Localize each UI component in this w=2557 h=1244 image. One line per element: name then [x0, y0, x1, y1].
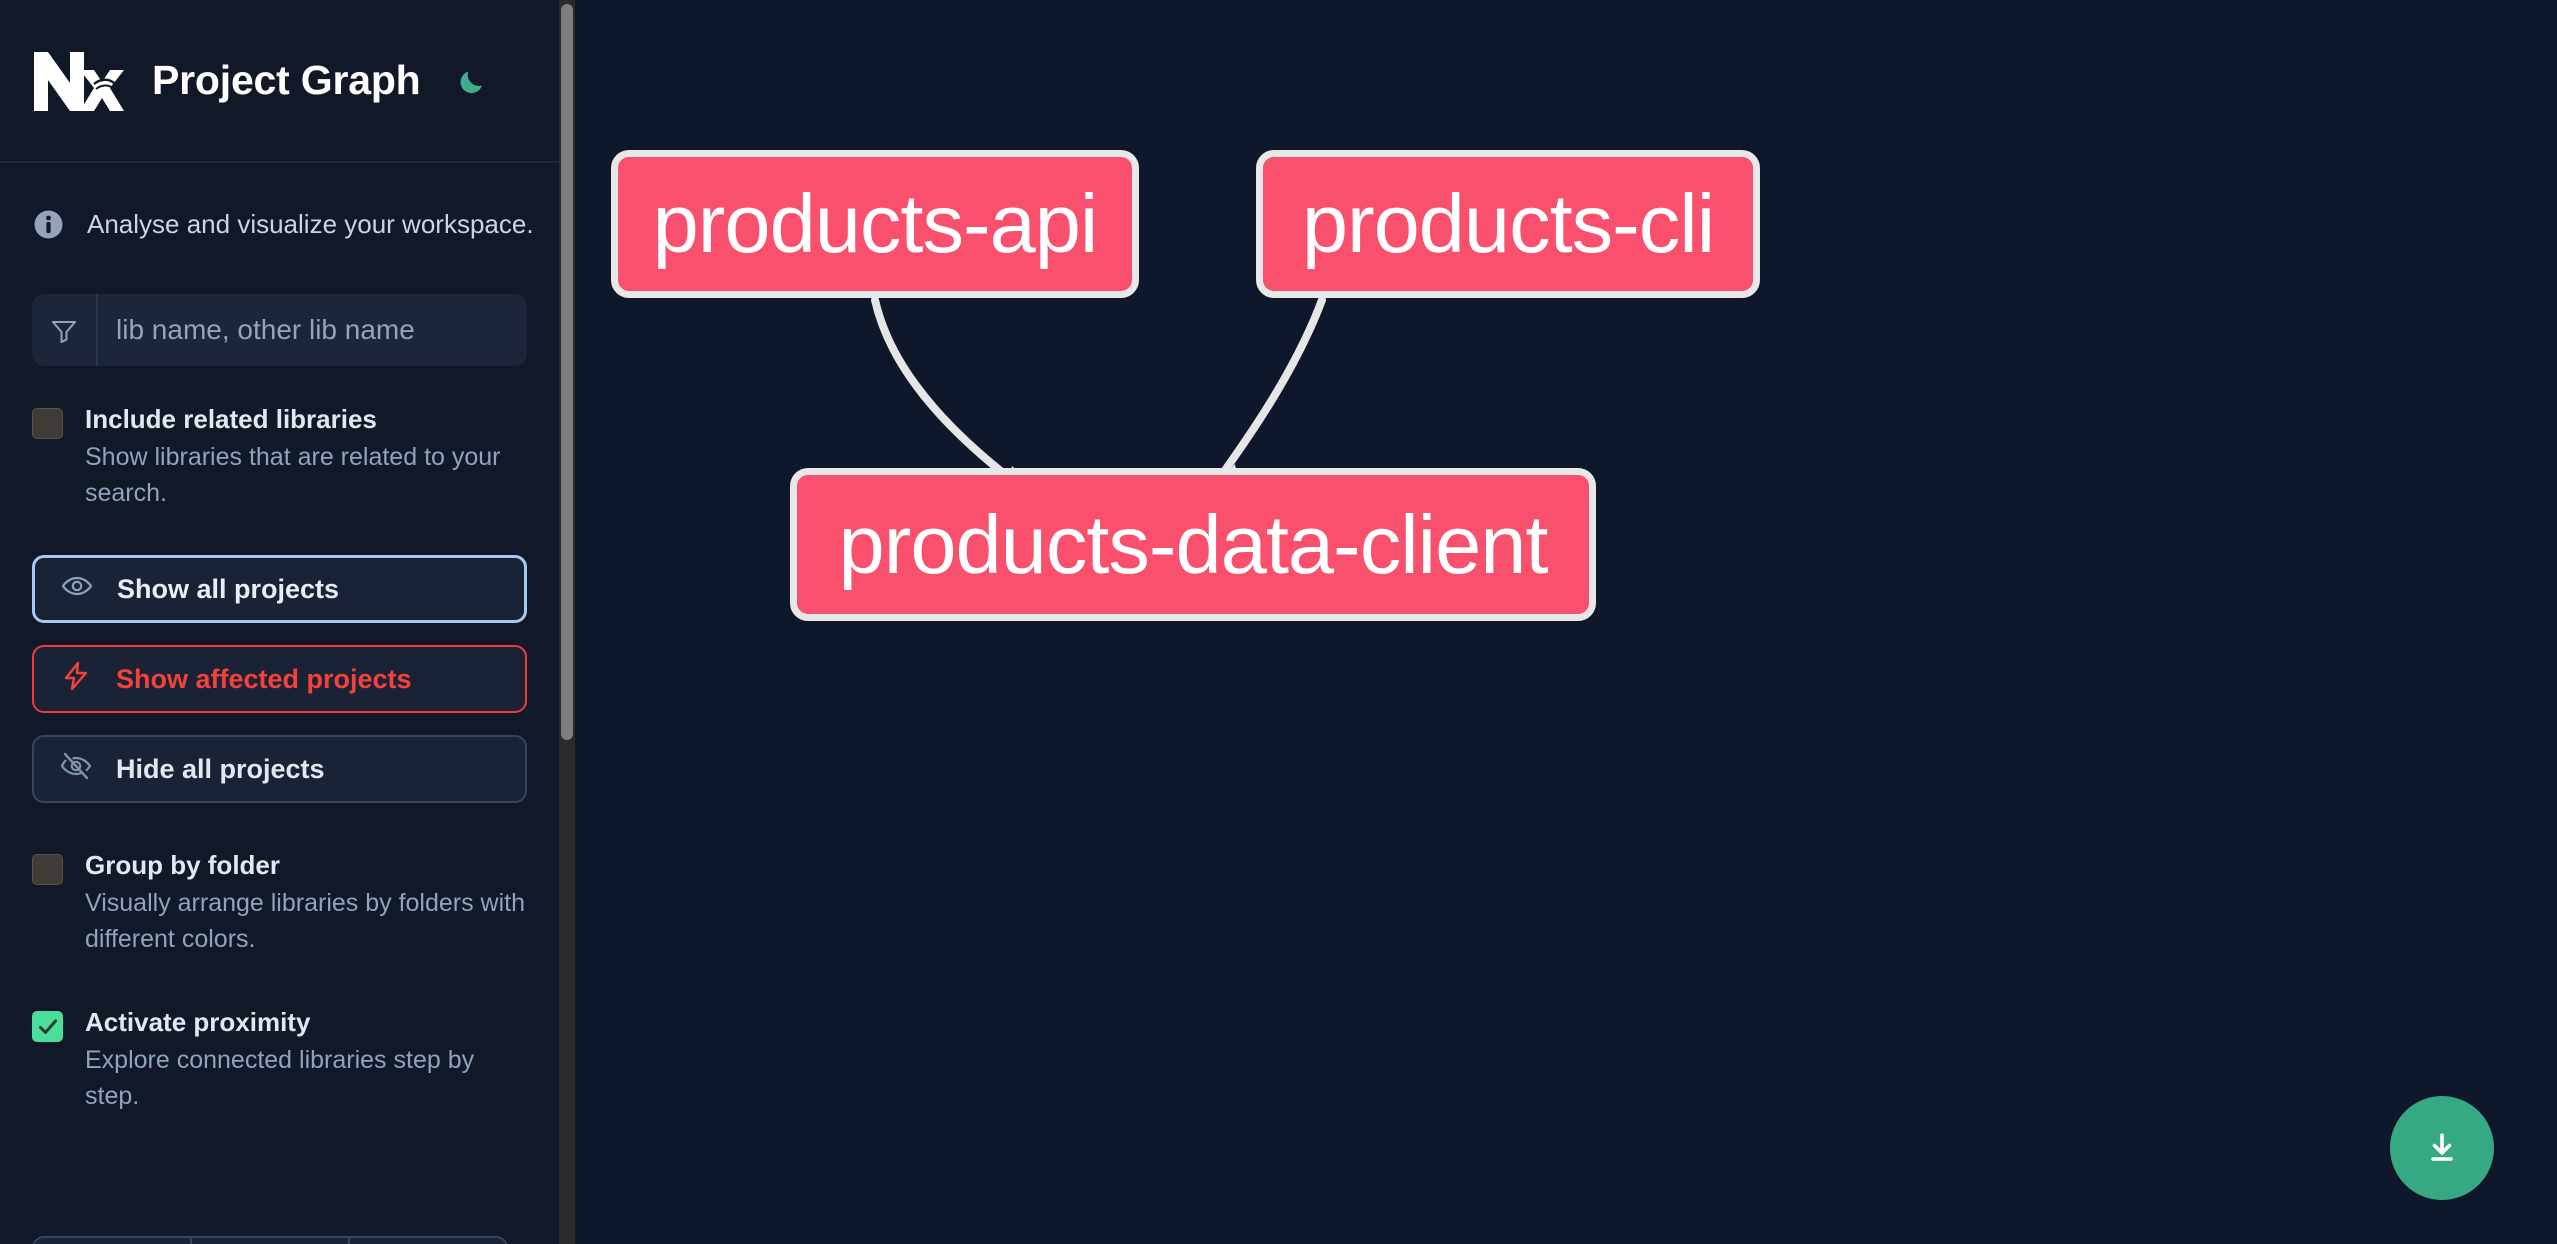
sidebar-scroll-content: Project Graph Analyse and visualize your…	[0, 0, 559, 1244]
proximity-segment-3[interactable]	[350, 1238, 506, 1244]
moon-icon[interactable]	[449, 58, 495, 104]
activate-proximity-label[interactable]: Activate proximity	[85, 1007, 311, 1038]
show-all-projects-label: Show all projects	[117, 573, 340, 604]
graph-canvas[interactable]: products-api products-cli products-data-…	[575, 0, 2557, 1244]
proximity-segment-1[interactable]	[34, 1238, 192, 1244]
nx-logo	[32, 50, 124, 112]
download-graph-button[interactable]	[2390, 1096, 2494, 1200]
sidebar-header: Project Graph	[0, 0, 559, 163]
group-by-folder-checkbox[interactable]	[32, 854, 63, 886]
eye-off-icon	[60, 750, 92, 789]
sidebar-scrollbar-thumb[interactable]	[561, 4, 573, 740]
search-box	[32, 294, 527, 366]
group-by-folder-label[interactable]: Group by folder	[85, 850, 280, 881]
hide-all-projects-label: Hide all projects	[116, 753, 325, 784]
project-action-buttons: Show all projects Show affected projects	[32, 555, 527, 804]
activate-proximity-checkbox[interactable]	[32, 1011, 63, 1043]
search-input[interactable]	[98, 294, 527, 366]
include-related-libraries-description: Show libraries that are related to your …	[85, 443, 501, 507]
graph-node-products-data-client[interactable]: products-data-client	[790, 468, 1596, 621]
eye-icon	[61, 570, 93, 609]
activate-proximity-description: Explore connected libraries step by step…	[85, 1046, 475, 1110]
tagline-text: Analyse and visualize your workspace.	[87, 209, 534, 239]
group-by-folder-row[interactable]: Group by folder Visually arrange librari…	[0, 848, 559, 957]
include-related-libraries-checkbox[interactable]	[32, 408, 63, 439]
activate-proximity-texts: Activate proximity Explore connected lib…	[85, 1005, 525, 1114]
hide-all-projects-button[interactable]: Hide all projects	[32, 735, 527, 804]
graph-node-products-api[interactable]: products-api	[611, 150, 1139, 298]
lightning-icon	[60, 660, 92, 699]
sidebar-scrollbar-track[interactable]	[559, 0, 575, 1244]
group-by-folder-texts: Group by folder Visually arrange librari…	[85, 848, 525, 957]
include-related-libraries-label[interactable]: Include related libraries	[85, 404, 377, 434]
filter-icon[interactable]	[32, 294, 98, 366]
show-affected-projects-button[interactable]: Show affected projects	[32, 645, 527, 714]
activate-proximity-row[interactable]: Activate proximity Explore connected lib…	[0, 1005, 559, 1114]
sidebar: Project Graph Analyse and visualize your…	[0, 0, 575, 1244]
show-all-projects-button[interactable]: Show all projects	[32, 555, 527, 624]
group-by-folder-description: Visually arrange libraries by folders wi…	[85, 889, 526, 953]
graph-node-products-cli[interactable]: products-cli	[1256, 150, 1760, 298]
proximity-segmented-control	[32, 1236, 508, 1244]
info-icon	[32, 208, 65, 241]
proximity-segment-2[interactable]	[192, 1238, 350, 1244]
page-title: Project Graph	[152, 57, 421, 103]
show-affected-projects-label: Show affected projects	[116, 663, 412, 694]
include-related-libraries-row[interactable]: Include related libraries Show libraries…	[0, 402, 559, 511]
include-related-libraries-texts: Include related libraries Show libraries…	[85, 402, 525, 511]
tagline-row: Analyse and visualize your workspace.	[0, 163, 559, 241]
